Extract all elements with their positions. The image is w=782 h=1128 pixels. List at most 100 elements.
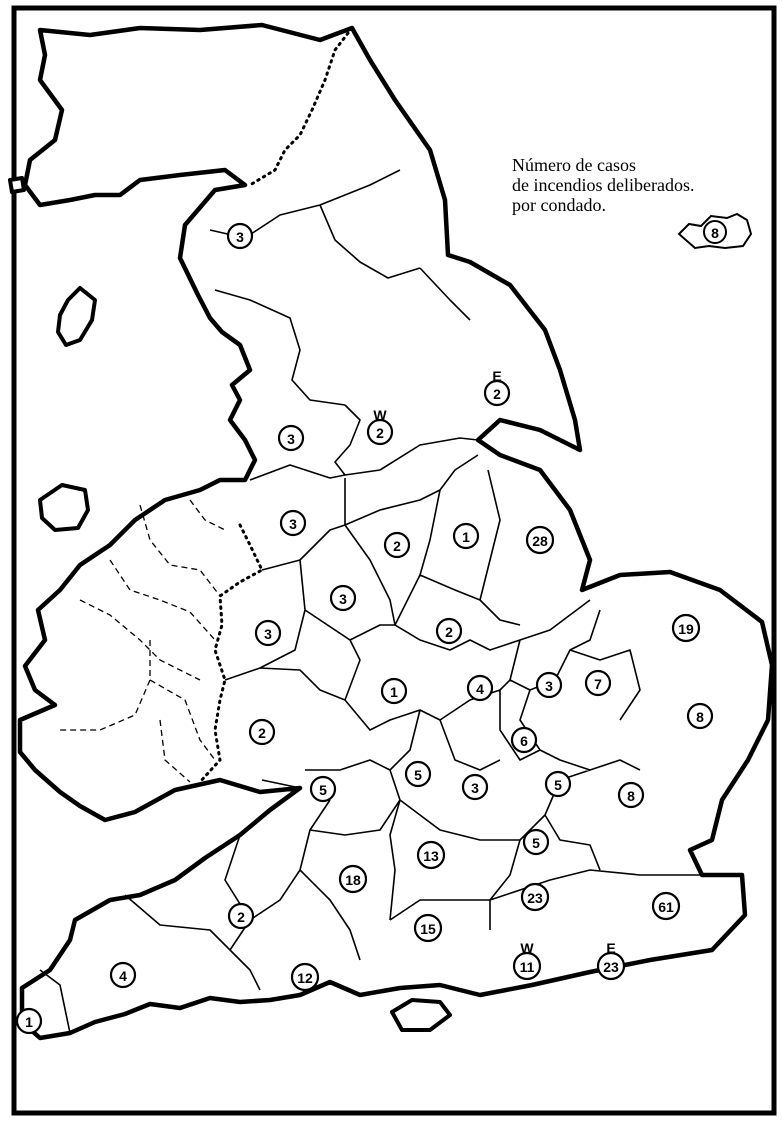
county-count: 28 (532, 533, 548, 549)
county-badge-circle (671, 613, 701, 643)
isle-of-man (56, 286, 97, 347)
county-count: 5 (532, 835, 540, 851)
county-badge-middlesex: 5 (522, 828, 550, 856)
county-count: 3 (545, 678, 553, 694)
county-badge-circle (404, 760, 432, 788)
county-badge-circle (366, 418, 394, 446)
county-badge-surrey: 23 (520, 882, 550, 912)
county-count: 5 (414, 767, 422, 783)
county-badge-somerset: 2 (227, 902, 255, 930)
county-badge-circle (466, 674, 494, 702)
county-badge-gloucestershire: 5 (309, 775, 337, 803)
county-badge-circle (510, 726, 538, 754)
county-count: 3 (236, 229, 244, 245)
county-count: 2 (376, 425, 384, 441)
county-count: 5 (554, 777, 562, 793)
county-badge-hampshire: 15 (413, 913, 443, 943)
county-count: 13 (423, 848, 439, 864)
county-badge-circle (584, 669, 612, 697)
county-badge-buckinghamshire: 3 (461, 773, 489, 801)
county-sub-label: E (606, 940, 615, 956)
county-badge-circle (596, 951, 626, 981)
county-count: 8 (627, 788, 635, 804)
legend-line-1: Número de casos (512, 155, 636, 175)
legend-line-2: de incendios deliberados. (512, 175, 695, 195)
county-badge-cumbria: 3 (226, 222, 254, 250)
county-badge-circle (520, 882, 550, 912)
county-badge-circle (226, 222, 254, 250)
county-badge-berkshire: 13 (416, 840, 446, 870)
county-count: 6 (520, 733, 528, 749)
county-count: 19 (678, 621, 694, 637)
county-badge-circle (277, 424, 305, 452)
county-badge-circle (461, 773, 489, 801)
county-count: 7 (594, 676, 602, 692)
county-badge-circle (435, 617, 463, 645)
county-badge-lancashire: 3 (277, 424, 305, 452)
county-count: 61 (658, 899, 674, 915)
county-count: 3 (287, 431, 295, 447)
county-count: 2 (493, 386, 501, 402)
county-count: 2 (393, 538, 401, 554)
county-badge-circle (279, 509, 307, 537)
county-badge-devon: 4 (109, 961, 137, 989)
county-count: 23 (527, 890, 543, 906)
county-count: 4 (476, 681, 484, 697)
county-lines (39, 169, 700, 1034)
legend: Número de casos de incendios deliberados… (512, 155, 752, 215)
county-badge-hertfordshire: 5 (544, 770, 572, 798)
county-badge-yorkshire-west: 2W (366, 407, 394, 446)
county-badge-circle (535, 671, 563, 699)
county-badge-cheshire: 3 (279, 509, 307, 537)
county-badge-essex: 8 (617, 781, 645, 809)
county-badge-circle (686, 702, 714, 730)
county-badge-warwickshire: 1 (380, 677, 408, 705)
legend-sample-county: 8 (677, 212, 753, 250)
county-badge-leicestershire: 2 (435, 617, 463, 645)
county-count: 8 (696, 709, 704, 725)
scotland-border (248, 26, 354, 187)
county-badge-dorset: 12 (290, 962, 320, 992)
county-badge-wiltshire: 18 (338, 864, 368, 894)
county-badge-circle (651, 891, 681, 921)
county-count: 15 (420, 921, 436, 937)
legend-line-3: por condado. (512, 195, 606, 215)
county-sub-label: E (492, 368, 501, 384)
county-count: 3 (264, 626, 272, 642)
county-badge-yorkshire-east: 2E (483, 368, 511, 407)
county-badge-circle (290, 962, 320, 992)
county-badge-huntingdonshire: 3 (535, 671, 563, 699)
county-count: 1 (25, 1014, 33, 1030)
county-count: 4 (119, 968, 127, 984)
county-badge-circle (338, 864, 368, 894)
county-count: 1 (462, 529, 470, 545)
county-count: 5 (319, 782, 327, 798)
county-count: 2 (258, 725, 266, 741)
county-count: 11 (520, 959, 535, 975)
county-count: 3 (471, 780, 479, 796)
county-badge-circle (544, 770, 572, 798)
county-badge-circle (15, 1007, 43, 1035)
county-badge-derbyshire: 2 (383, 531, 411, 559)
county-count: 2 (237, 909, 245, 925)
county-badge-lincolnshire: 28 (525, 525, 555, 555)
county-badge-worcestershire: 2 (248, 718, 276, 746)
county-count: 18 (345, 872, 361, 888)
map-frame (11, 5, 777, 1116)
welsh-county-lines (60, 499, 226, 783)
county-badge-circle (227, 902, 255, 930)
county-badge-circle (617, 781, 645, 809)
county-sub-label: W (373, 407, 387, 423)
county-badge-cornwall: 1 (15, 1007, 43, 1035)
county-badge-circle (309, 775, 337, 803)
county-sub-label: W (520, 940, 534, 956)
county-badge-circle (525, 525, 555, 555)
county-count: 2 (445, 624, 453, 640)
county-badge-circle (416, 840, 446, 870)
county-count: 3 (339, 591, 347, 607)
county-badge-circle (512, 951, 542, 981)
county-badge-circle (254, 619, 282, 647)
